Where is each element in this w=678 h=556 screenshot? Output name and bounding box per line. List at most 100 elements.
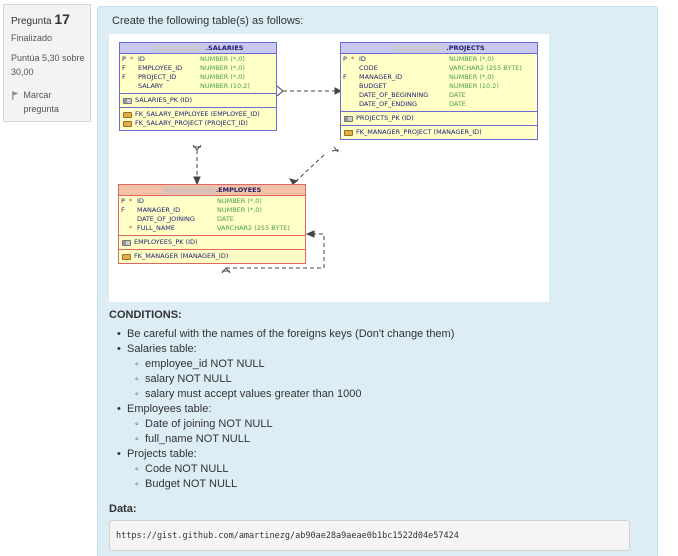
column-name: EMPLOYEE_ID xyxy=(138,64,183,72)
column-name: DATE_OF_BEGINNING xyxy=(359,91,429,99)
condition-subitem: salary must accept values greater than 1… xyxy=(135,387,454,402)
key-marker xyxy=(343,82,351,91)
projects-table-header: .PROJECTS xyxy=(341,43,537,54)
primary-key-icon xyxy=(123,97,132,104)
condition-subitem: full_name NOT NULL xyxy=(135,432,454,447)
key-marker xyxy=(121,224,129,233)
required-marker: * xyxy=(351,55,355,63)
column-type: NUMBER (*,0) xyxy=(200,73,245,81)
condition-item: Projects table: Code NOT NULL Budget NOT… xyxy=(117,447,454,492)
fk-row: FK_MANAGER_PROJECT (MANAGER_ID) xyxy=(344,128,534,137)
data-url-code[interactable]: https://gist.github.com/amartinezg/ab90a… xyxy=(109,520,630,551)
fk-row: FK_MANAGER (MANAGER_ID) xyxy=(122,252,302,261)
condition-sublist: employee_id NOT NULL salary NOT NULL sal… xyxy=(135,357,454,402)
question-state: Finalizado xyxy=(11,33,53,43)
condition-subitem: salary NOT NULL xyxy=(135,372,454,387)
primary-key-icon xyxy=(344,115,353,122)
column-type: VARCHAR2 (255 BYTE) xyxy=(217,224,290,232)
key-marker: F xyxy=(121,206,125,214)
arrowhead-employees-1 xyxy=(193,176,201,186)
column-name: SALARY xyxy=(138,82,163,90)
required-marker: * xyxy=(129,197,133,205)
column-row: DATE_OF_BEGINNING DATE xyxy=(343,91,535,100)
data-label: Data: xyxy=(109,503,137,515)
flag-question-link[interactable]: Marcar pregunta xyxy=(11,88,85,116)
fk-row: FK_SALARY_EMPLOYEE (EMPLOYEE_ID) xyxy=(123,110,273,119)
column-row: DATE_OF_ENDING DATE xyxy=(343,100,535,109)
pk-name: SALARIES_PK (ID) xyxy=(135,96,193,104)
column-type: NUMBER (*,0) xyxy=(200,64,245,72)
column-type: DATE xyxy=(449,91,466,99)
question-number-value: 17 xyxy=(54,11,70,27)
employees-pk-section: EMPLOYEES_PK (ID) xyxy=(119,236,305,250)
column-name: DATE_OF_ENDING xyxy=(359,100,418,108)
column-type: DATE xyxy=(449,100,466,108)
foreign-key-icon xyxy=(123,120,132,127)
condition-subitem: Code NOT NULL xyxy=(135,462,454,477)
required-marker xyxy=(130,73,138,82)
key-marker: P xyxy=(121,197,125,205)
fk-name: FK_SALARY_EMPLOYEE (EMPLOYEE_ID) xyxy=(135,110,260,118)
column-name: ID xyxy=(359,55,366,63)
pk-name: EMPLOYEES_PK (ID) xyxy=(134,238,198,246)
condition-item: Be careful with the names of the foreign… xyxy=(117,327,454,342)
foreign-key-icon xyxy=(344,129,353,136)
conditions-list: Be careful with the names of the foreign… xyxy=(117,327,454,492)
column-name: MANAGER_ID xyxy=(137,206,181,214)
key-marker: F xyxy=(343,73,347,81)
arrowhead-employees-2 xyxy=(288,178,299,185)
crowfoot-salaries xyxy=(276,85,284,97)
column-type: NUMBER (*,0) xyxy=(200,55,245,63)
question-content: Create the following table(s) as follows… xyxy=(97,6,658,556)
required-marker xyxy=(130,64,138,73)
key-marker: P xyxy=(343,55,347,63)
required-marker xyxy=(130,82,138,91)
required-marker xyxy=(129,206,137,215)
column-type: VARCHAR2 (255 BYTE) xyxy=(449,64,522,72)
projects-pk-section: PROJECTS_PK (ID) xyxy=(341,112,537,126)
required-marker xyxy=(129,215,137,224)
key-marker xyxy=(343,64,351,73)
conditions-section: CONDITIONS: Be careful with the names of… xyxy=(109,309,454,492)
fk-name: FK_MANAGER (MANAGER_ID) xyxy=(134,252,229,260)
projects-employees-link xyxy=(293,154,325,184)
salaries-table-name: .SALARIES xyxy=(205,44,244,52)
column-name: MANAGER_ID xyxy=(359,73,403,81)
column-name: FULL_NAME xyxy=(137,224,176,232)
crowfoot-projects xyxy=(331,146,340,153)
crowfoot-salaries-bottom xyxy=(192,144,202,151)
flag-question-label[interactable]: Marcar pregunta xyxy=(23,90,59,114)
key-marker xyxy=(121,215,129,224)
key-marker: P xyxy=(122,55,126,63)
pk-row: EMPLOYEES_PK (ID) xyxy=(122,238,302,247)
required-marker xyxy=(351,82,359,91)
question-points: Puntúa 5,30 sobre 30,00 xyxy=(11,53,85,77)
column-type: NUMBER (10,2) xyxy=(449,82,499,90)
required-marker: * xyxy=(130,55,134,63)
salaries-pk-section: SALARIES_PK (ID) xyxy=(120,94,276,108)
condition-text: Salaries table: xyxy=(127,343,197,355)
key-marker xyxy=(122,82,130,91)
key-marker xyxy=(343,91,351,100)
column-name: ID xyxy=(137,197,144,205)
condition-text: Projects table: xyxy=(127,448,197,460)
employees-table-header: .EMPLOYEES xyxy=(119,185,305,196)
salaries-fk-section: FK_SALARY_EMPLOYEE (EMPLOYEE_ID) FK_SALA… xyxy=(120,108,276,130)
fk-name: FK_SALARY_PROJECT (PROJECT_ID) xyxy=(135,119,248,127)
pk-row: PROJECTS_PK (ID) xyxy=(344,114,534,123)
arrowhead-employees-self xyxy=(305,230,315,238)
column-type: DATE xyxy=(217,215,234,223)
foreign-key-icon xyxy=(123,111,132,118)
flag-icon[interactable] xyxy=(11,90,20,100)
